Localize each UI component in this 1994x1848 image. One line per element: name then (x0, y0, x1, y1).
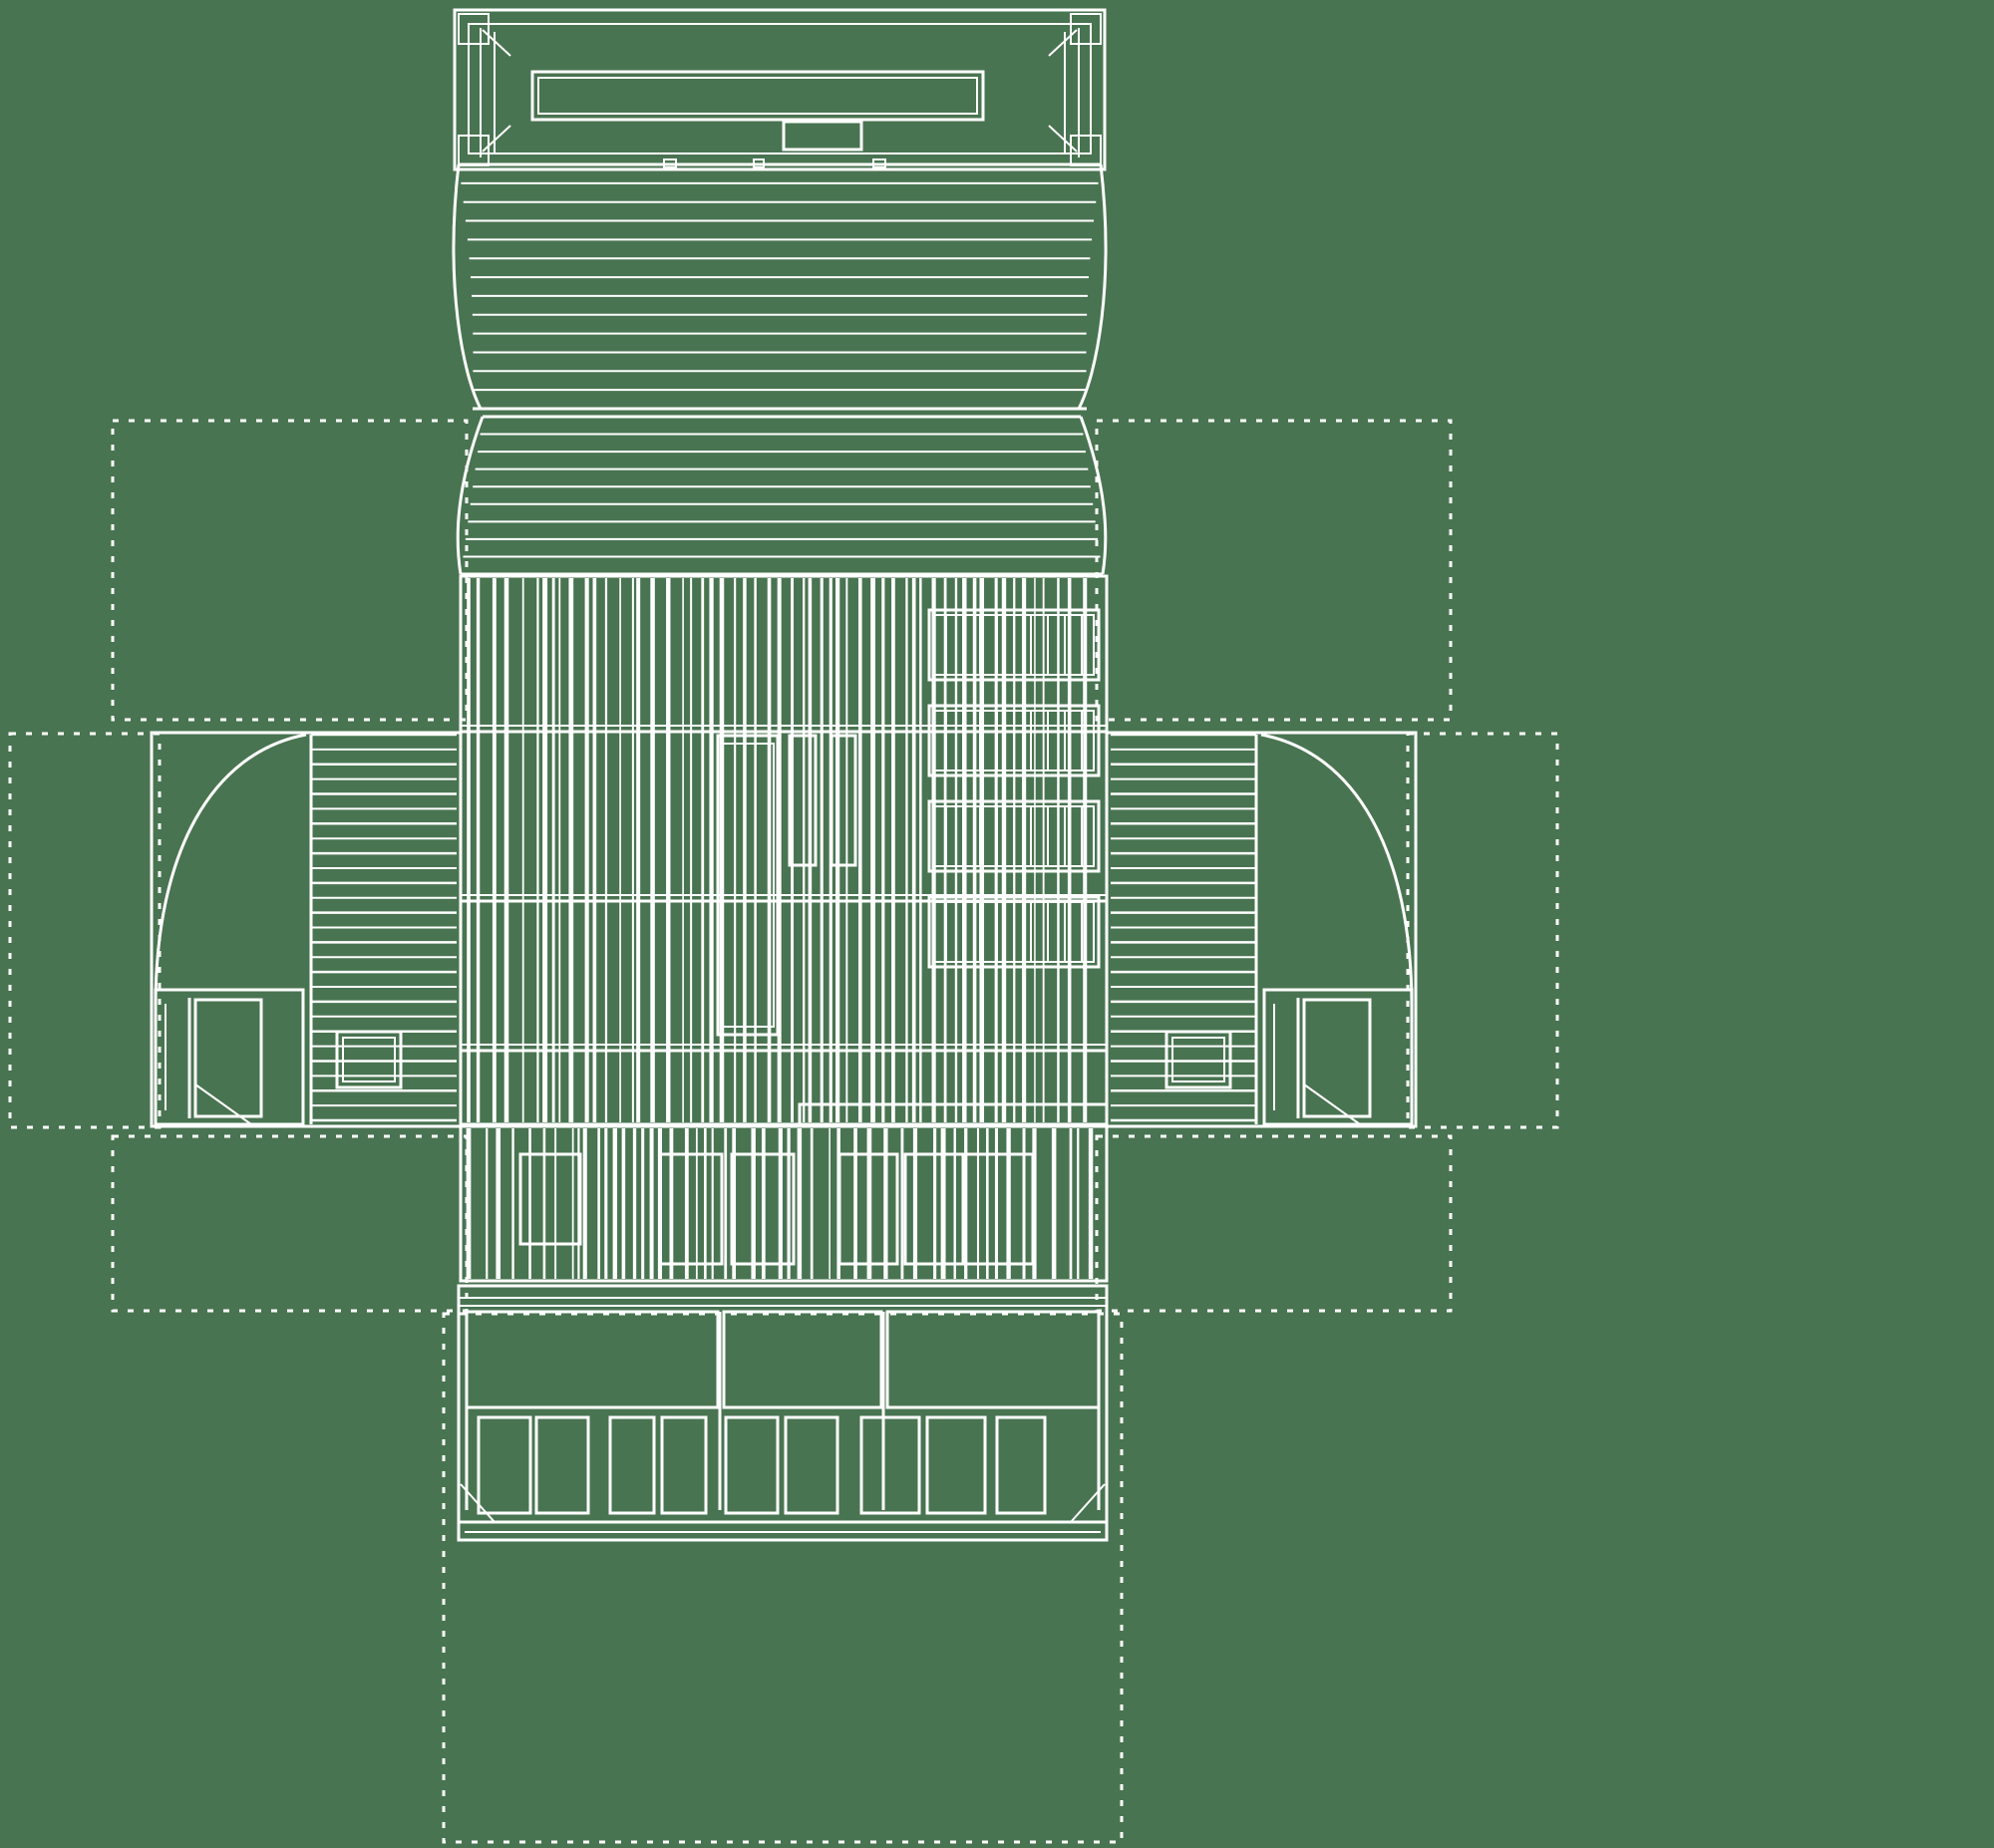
body-grid-cells (927, 608, 1101, 969)
bottom-flap-panel (722, 1310, 883, 1409)
lower-vertical-rule-set (466, 1128, 1094, 1279)
guide-upper-right (1095, 419, 1453, 722)
lid-inner-frame (468, 23, 1092, 154)
body-window-inner (721, 743, 775, 1028)
body-grid-row-frame (927, 704, 1101, 777)
guide-mid-right (1406, 732, 1559, 1129)
bottom-flap-frame (457, 1284, 1109, 1542)
corner-registration-mark (1070, 13, 1102, 45)
body-grid-row-frame (927, 799, 1101, 873)
side-flap-corner-diagonal (194, 1083, 252, 1125)
side-flap-frame (1105, 731, 1418, 1128)
side-flap-dome-arc (154, 733, 307, 1008)
body-window-cutout (830, 734, 857, 867)
bottom-flap-window (859, 1415, 921, 1515)
bottom-flap-window (660, 1415, 708, 1515)
body-grid-row-inner (933, 710, 1095, 771)
lid-corner-chamfer (482, 125, 511, 153)
bottom-closure-flap (457, 1284, 1109, 1542)
bottom-flap-window (534, 1415, 590, 1515)
upper-ribbed-panel (452, 162, 1108, 411)
side-flap-detail-square-inner (342, 1037, 396, 1082)
guide-upper-left (111, 419, 469, 722)
body-grid-row-frame (927, 895, 1101, 969)
lower-window-frame (963, 1152, 1035, 1266)
lid-corner-chamfer (1048, 29, 1078, 57)
lower-window-frame (730, 1152, 796, 1266)
guide-lower-right (1095, 1134, 1453, 1313)
bottom-flap-window (608, 1415, 656, 1515)
lower-window-frame (658, 1152, 724, 1266)
side-flap-corner-inner (193, 998, 263, 1118)
bottom-flap-chamfer (460, 1483, 496, 1523)
side-flap-detail-square-inner (1171, 1037, 1225, 1082)
side-flap-corner-inner (1302, 998, 1372, 1118)
bottom-flap-window (477, 1415, 532, 1515)
side-flap-corner-box (1262, 988, 1414, 1126)
guide-mid-left (8, 732, 162, 1129)
bottom-flap-panel (465, 1310, 720, 1409)
body-grid-row-inner (933, 614, 1095, 676)
bottom-flap-window (724, 1415, 780, 1515)
guide-bottom (442, 1312, 1124, 1844)
lid-outer-frame (453, 8, 1107, 171)
side-flap-detail-square (1164, 1030, 1232, 1089)
side-flap-corner-diagonal (1303, 1083, 1361, 1125)
shoulder-left-edge (456, 416, 485, 575)
center-body-frame (459, 574, 1109, 1126)
body-grid-row-inner (933, 805, 1095, 867)
bottom-flap-window (925, 1415, 987, 1515)
corner-registration-mark (458, 13, 490, 45)
lower-window-frame (903, 1152, 965, 1266)
lid-window-rect-inner (537, 77, 978, 115)
lid-tab (782, 120, 863, 152)
bottom-flap-window (995, 1415, 1047, 1515)
lower-window-frame (837, 1152, 899, 1266)
side-flap-detail-square (335, 1030, 403, 1089)
lower-body-frame (459, 1124, 1109, 1283)
body-window-cutout (788, 734, 818, 867)
center-body-panel (459, 574, 1109, 1126)
bleed-guide-layer (8, 419, 1559, 1844)
body-window-cutout (716, 734, 780, 1037)
bottom-flap-window (784, 1415, 839, 1515)
lid-window-rect (530, 70, 985, 122)
side-flap-corner-box (154, 988, 305, 1126)
shoulder-ribbed-panel (456, 415, 1108, 576)
right-side-flap (1105, 731, 1418, 1128)
side-flap-dome-arc (1260, 733, 1414, 1008)
bottom-flap-panel (885, 1310, 1101, 1409)
lower-body-panel (459, 1102, 1109, 1283)
shoulder-right-edge (1079, 416, 1108, 575)
body-grid-row-frame (927, 608, 1101, 682)
upper-left-edge (452, 163, 483, 410)
side-flap-frame (150, 731, 463, 1128)
lower-window-frame (518, 1152, 582, 1246)
upper-right-edge (1077, 163, 1108, 410)
guide-lower-left (111, 1134, 469, 1313)
top-lid-panel (453, 8, 1107, 171)
bottom-flap-chamfer (1070, 1483, 1106, 1523)
lid-corner-chamfer (1048, 125, 1078, 153)
left-side-flap (150, 731, 463, 1128)
body-grid-row-inner (933, 901, 1095, 963)
lid-corner-chamfer (482, 29, 511, 57)
